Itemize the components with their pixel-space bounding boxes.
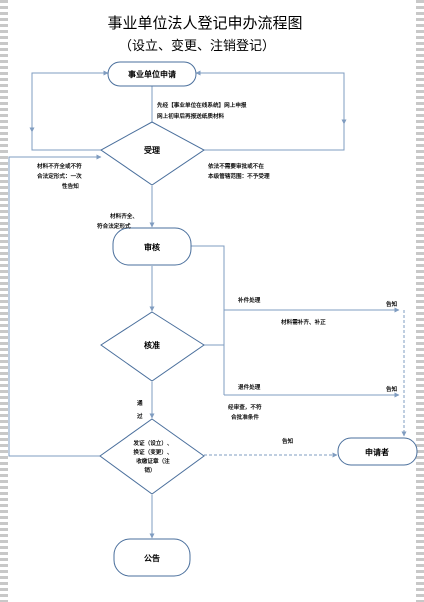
online-note-line-2: 网上初审后再报送纸质材料 xyxy=(157,112,225,120)
supplement-label: 补件处理 xyxy=(238,296,261,304)
node-issue-line-2: 换证（变更）、 xyxy=(133,448,172,456)
return-note-line-2: 合批准条件 xyxy=(231,413,259,421)
page-title: 事业单位法人登记申办流程图 xyxy=(107,14,302,32)
node-approve-label: 核准 xyxy=(144,340,160,350)
incomplete-note-line-3: 性告知 xyxy=(61,182,79,190)
supplement-note: 材料需补齐、补正 xyxy=(281,318,326,326)
complete-note-line-2: 符合法定形式 xyxy=(97,222,131,230)
node-issue-line-3: 收缴证章（注 xyxy=(136,457,170,465)
node-announce-label: 公告 xyxy=(144,553,160,563)
node-apply-label: 事业单位申请 xyxy=(128,69,176,79)
node-review-label: 审核 xyxy=(144,242,160,252)
incomplete-note-line-1: 材料不齐全或不符 xyxy=(37,162,82,170)
online-note-line-1: 先经【事业单位在线系统】网上申报 xyxy=(157,101,247,109)
node-issue xyxy=(99,418,205,495)
pass-char-2: 过 xyxy=(137,412,143,420)
page-subtitle: （设立、变更、注销登记） xyxy=(119,38,275,54)
return-label: 退件处理 xyxy=(238,383,261,391)
return-note-line-1: 经审查，不符 xyxy=(228,403,262,411)
node-approve xyxy=(100,311,205,382)
node-issue-line-4: 销） xyxy=(144,466,155,474)
node-review xyxy=(112,227,192,266)
node-applicant-label: 申请者 xyxy=(365,447,389,457)
node-issue-line-1: 发证（设立）、 xyxy=(132,439,172,447)
notify-label-1: 告知 xyxy=(386,300,398,308)
notify-label-3: 告知 xyxy=(282,437,294,445)
node-announce xyxy=(113,538,191,577)
edge-review-supplement xyxy=(191,245,400,313)
node-accept-label: 受理 xyxy=(144,145,160,155)
not-needed-note-line-2: 本级管辖范围：不予受理 xyxy=(208,172,270,180)
node-applicant xyxy=(337,437,418,466)
node-apply xyxy=(107,61,197,87)
not-needed-note-line-1: 依法不需要审批或不在 xyxy=(208,162,264,170)
left-page-edge xyxy=(0,0,8,602)
edge-accept-apply-right-loop xyxy=(195,70,345,151)
edge-accept-apply-loop xyxy=(31,70,109,151)
pass-char-1: 通 xyxy=(137,399,143,407)
right-page-edge xyxy=(416,0,424,602)
node-accept xyxy=(100,121,205,186)
edge-issue-accept-loop xyxy=(8,154,102,457)
incomplete-note-line-2: 合法定形式：一次 xyxy=(37,172,82,180)
complete-note-line-1: 材料齐全、 xyxy=(110,212,138,220)
notify-label-2: 告知 xyxy=(386,385,398,393)
